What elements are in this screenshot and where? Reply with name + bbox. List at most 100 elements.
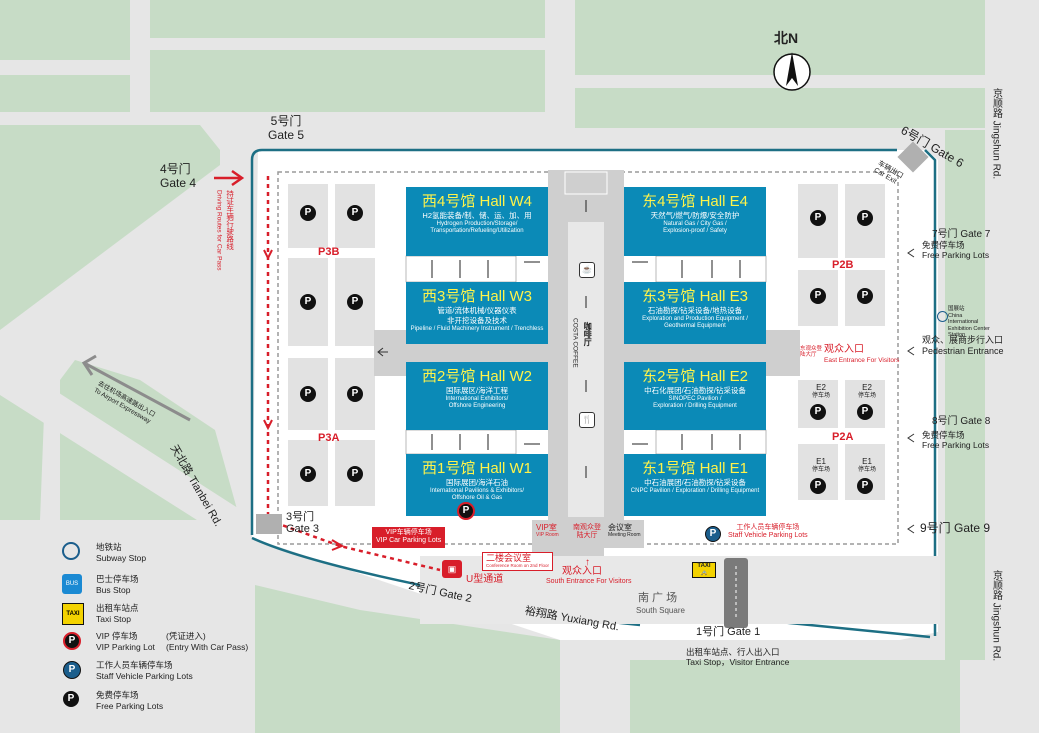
hall-w3[interactable]: 西3号馆 Hall W3 管道/流体机械/仪器仪表 非开挖设备及技术 Pipel… — [406, 282, 548, 344]
hall-en: International Exhibitors/ — [445, 395, 509, 402]
coffee-en: COSTA COFFEE — [571, 318, 579, 368]
free-parking-icon: P — [347, 294, 363, 310]
east-connector — [766, 330, 800, 376]
hall-en: Geothermal Equipment — [664, 323, 726, 330]
route-arrowheads — [263, 249, 273, 431]
hall-e2[interactable]: 东2号馆 Hall E2 中石化展团/石油勘探/钻采设备 SINOPEC Pav… — [624, 362, 766, 430]
hall-gap — [405, 255, 517, 283]
vehicle-icon: ▣ — [442, 560, 462, 578]
green-area — [150, 0, 545, 38]
driving-route-zh: 持证车辆行驶路线 — [225, 190, 235, 250]
gap-arrows — [431, 200, 741, 478]
vip-parking-icon: P — [63, 632, 81, 650]
legend-zh: 出租车站点 — [96, 603, 139, 613]
taxi-entrance-label: 出租车站点、行人出入口 Taxi Stop，Visitor Entrance — [686, 647, 789, 667]
hall-zh: 非开挖设备及技术 — [447, 315, 507, 325]
gap-arrow — [431, 260, 489, 278]
tianbei-road — [0, 355, 300, 560]
conference-2f-en: Conference Room on 2nd Floor — [486, 562, 550, 568]
hall-gaps — [405, 255, 767, 455]
taxi-icon: TAXI — [62, 603, 84, 625]
hall-en: Exploration and Production Equipment / — [642, 315, 748, 322]
south-hall — [568, 520, 604, 556]
lot-zh: 停车场 — [812, 466, 831, 473]
legend-en: Staff Vehicle Parking Lots — [96, 670, 193, 681]
free-parking-icon: P — [300, 386, 316, 402]
hall-title: 西2号馆 Hall W2 — [421, 368, 533, 385]
free-parking-icon: P — [810, 210, 826, 226]
free-parking-icon: P — [857, 404, 873, 420]
hall-title: 东2号馆 Hall E2 — [642, 368, 748, 385]
hall-w2[interactable]: 西2号馆 Hall W2 国际展区/海洋工程 International Exh… — [406, 362, 548, 430]
north-label: 北N — [774, 30, 799, 46]
meeting-room — [604, 520, 644, 548]
free-parking-icon: P — [857, 210, 873, 226]
hall-gap — [405, 429, 517, 455]
free-parking-icon: P — [300, 294, 316, 310]
vip-room-en: VIP Room — [536, 531, 559, 538]
parking-p2b: P2B — [832, 259, 854, 271]
west-arrow — [377, 347, 388, 357]
site-boundary — [250, 148, 897, 535]
subway-station-zh: 国展站 — [948, 306, 965, 312]
hall-title: 东3号馆 Hall E3 — [642, 288, 748, 305]
hall-w1[interactable]: 西1号馆 Hall W1 国际展团/海洋石油 International Pav… — [406, 454, 548, 516]
vip-room-label: VIP室 VIP Room — [536, 523, 559, 538]
legend-en: Subway Stop — [96, 552, 147, 563]
vip-parking-en: VIP Car Parking Lots — [376, 537, 442, 545]
taxi-entrance-en: Taxi Stop，Visitor Entrance — [686, 657, 790, 668]
hall-e1[interactable]: 东1号馆 Hall E1 中石油展团/石油勘探/钻采设备 CNPC Pavili… — [624, 454, 766, 516]
hall-zh: 管道/流体机械/仪器仪表 — [437, 306, 517, 315]
hall-en: International Pavilions & Exhibitors/ — [429, 487, 525, 494]
staff-parking-en: Staff Vehicle Parking Lots — [728, 532, 808, 540]
south-entrance-zh: 观众入口 — [562, 566, 602, 577]
green-area — [60, 360, 240, 520]
legend-en: Free Parking Lots — [96, 700, 164, 711]
taxi-entrance-zh: 出租车站点、行人出入口 — [686, 647, 780, 657]
east-walkway — [624, 344, 766, 362]
hall-en: CNPC Pavilion / Exploration / Drilling E… — [630, 487, 760, 494]
free-parking-icon: P — [857, 288, 873, 304]
east-entrance-en: East Entrance For Visitors — [824, 357, 900, 364]
driving-route — [266, 176, 441, 572]
legend-zh: 地铁站 — [96, 542, 122, 552]
pedestrian-entrance-label: 观众、展商步行入口 Pedestrian Entrance — [922, 335, 1004, 358]
vip-parking-zh: VIP车辆停车场 — [385, 529, 432, 536]
hall-en: Natural Gas / City Gas / — [663, 220, 727, 227]
hall-w4[interactable]: 西4号馆 Hall W4 H2氢能装备/制、储、运、加、用 Hydrogen P… — [406, 187, 548, 256]
hall-en: Exploration / Drilling Equipment — [653, 403, 737, 410]
meeting-room-zh: 会议室 — [608, 523, 632, 532]
taxi-sign-text: TAXI — [697, 563, 711, 569]
hall-en: Offshore Oil & Gas — [451, 495, 503, 502]
gate4-arrow-head — [231, 169, 245, 187]
bus-icon: BUS — [62, 574, 82, 594]
gate5-zh: 5号门 — [270, 114, 302, 128]
hall-title: 东4号馆 Hall E4 — [642, 193, 748, 210]
jingshun-road-bottom: 京顺路 Jingshun Rd. — [990, 570, 1002, 662]
e2-label: E2 — [862, 383, 872, 392]
free-parking-icon: P — [810, 478, 826, 494]
hall-zh: H2氢能装备/制、储、运、加、用 — [422, 211, 532, 220]
hall-en: Explosion-proof / Safety — [663, 228, 727, 235]
conference-2f-zh: 二楼会议室 — [486, 553, 532, 563]
subway-icon — [937, 311, 948, 322]
green-area — [0, 75, 130, 112]
hall-e3[interactable]: 东3号馆 Hall E3 石油勘探/钻采设备/地热设备 Exploration … — [624, 282, 766, 344]
green-area — [575, 88, 985, 128]
legend-note: (凭证进入)(Entry With Car Pass) — [166, 631, 248, 652]
subway-station-en: China International Exhibition Center St… — [948, 312, 990, 339]
vip-parking-icon: P — [457, 502, 475, 520]
free-parking-icon: P — [63, 691, 79, 707]
lot-zh: 停车场 — [812, 392, 831, 399]
hall-e4[interactable]: 东4号馆 Hall E4 天然气/燃气/防爆/安全防护 Natural Gas … — [624, 187, 766, 256]
gate8-arrow — [907, 433, 915, 443]
gate3-marker — [256, 514, 282, 534]
parking-p3a: P3A — [318, 432, 340, 444]
e1-label: E1 — [862, 457, 872, 466]
subway-station-label: 国展站 China International Exhibition Cente… — [948, 306, 990, 339]
legend-note-zh: (凭证进入) — [166, 631, 206, 641]
free-parking-en: Free Parking Lots — [922, 440, 990, 451]
